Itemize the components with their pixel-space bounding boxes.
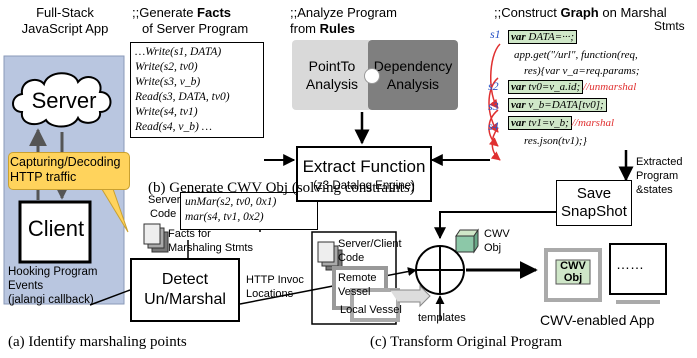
detect-unmarshal-box[interactable]: Detect Un/Marshal (130, 258, 240, 322)
analysis-joint (364, 68, 380, 84)
extract-function-box[interactable]: Extract Function (z3 Datalog Engine) (296, 146, 432, 202)
server-label: Server (31, 88, 97, 113)
remote-line1: Remote (338, 272, 377, 284)
http-line1: HTTP Invoc (246, 274, 304, 286)
analyze-line2: from Rules (290, 21, 356, 36)
server-code-line1: Server (148, 194, 181, 206)
hook-line1: Hooking Program (8, 266, 98, 278)
stmt-label-s3: s3 (488, 99, 499, 113)
caption-a: (a) Identify marshaling points (8, 334, 187, 350)
code-panel: var DATA=···; app.get("/url", function(r… (500, 30, 697, 152)
cwv-obj-line1: CWV (484, 228, 510, 240)
facts-marshal-line1: Facts for (168, 228, 211, 240)
code-line-4: var tv0=v_a.id;//unmarshal (508, 80, 636, 94)
unmar-fact: unMar(s2, tv0, 0x1) (185, 196, 277, 208)
code-line-7: res.json(tv1);} (524, 135, 587, 147)
fact-4: Read(s3, DATA, tv0) (135, 91, 230, 103)
extract-sub: (z3 Datalog Engine) (313, 179, 415, 192)
capture-line1: Capturing/Decoding (10, 155, 121, 169)
sc-code-line1: Server/Client (338, 238, 402, 250)
templates-label: templates (418, 312, 466, 324)
pointto-analysis-box: PointTo Analysis (292, 40, 372, 110)
capture-callout (8, 152, 130, 190)
fact-2: Write(s2, tv0) (135, 61, 198, 73)
detect-line2: Un/Marshal (144, 291, 226, 308)
analyze-line1: ;;Analyze Program (290, 5, 397, 20)
app-cwv-line2: Obj (563, 272, 583, 284)
construct-heading: ;;Construct Graph on Marshal (494, 5, 667, 20)
hook-line2: Events (8, 280, 44, 292)
code-line-3: res){var v_a=req.params; (524, 65, 640, 77)
caption-c: (c) Transform Original Program (370, 334, 563, 350)
cwv-obj-line2: Obj (484, 242, 502, 254)
detect-line1: Detect (161, 271, 209, 288)
construct-line2: Stmts (654, 19, 685, 33)
code-line-5: var v_b=DATA[tv0]; (508, 98, 607, 112)
code-line-2: app.get("/url", function(req, (514, 49, 638, 61)
client-box-shape (18, 200, 92, 264)
client-label: Client (27, 216, 85, 241)
capture-line2: HTTP traffic (10, 170, 77, 184)
dependency-analysis-box: Dependency Analysis (368, 40, 458, 110)
app-cwv-line1: CWV (560, 260, 586, 272)
extract-title: Extract Function (302, 156, 426, 176)
fact-3: Write(s3, v_b) (135, 76, 201, 88)
extracted-line2: Program (636, 170, 679, 182)
stmt-label-s2: s2 (488, 79, 499, 93)
local-vessel-label: Local Vessel (340, 304, 402, 316)
cwv-app-label: CWV-enabled App (540, 312, 655, 328)
app-title-line1: Full-Stack (36, 5, 94, 20)
gen-facts-line2: of Server Program (142, 21, 249, 36)
sc-code-line2: Code (338, 252, 365, 264)
fact-1: …Write(s1, DATA) (135, 46, 222, 58)
mar-fact: mar(s4, tv1, 0x2) (185, 211, 264, 223)
extracted-line3: &states (636, 184, 673, 196)
save-snapshot-box[interactable]: Save SnapShot (556, 180, 632, 226)
code-line-6: var tv1=v_b;//marshal (508, 116, 614, 130)
facts-marshal-line2: Marshaling Stmts (168, 242, 253, 254)
app-title-line2: JavaScript App (21, 21, 109, 36)
facts-box: …Write(s1, DATA) Write(s2, tv0) Write(s3… (130, 42, 264, 138)
stmt-label-s4: s4 (488, 119, 499, 133)
fact-5: Write(s4, tv1) (135, 106, 198, 118)
server-cloud-shape (12, 72, 112, 128)
gen-facts-heading: ;;Generate Facts (132, 5, 232, 20)
code-line-1: var DATA=···; (508, 30, 578, 44)
http-line2: Locations (246, 288, 294, 300)
caption-b: (b) Generate CWV Obj (solving constraint… (148, 180, 415, 196)
extracted-line1: Extracted (636, 156, 683, 168)
cwv-obj-cube-icon (455, 228, 479, 254)
stmt-label-s1: s1 (490, 27, 501, 41)
app-dots: …… (616, 256, 644, 272)
marshal-facts-box: unMar(s2, tv0, 0x1) mar(s4, tv1, 0x2) (180, 192, 318, 230)
server-code-line2: Code (150, 208, 177, 220)
remote-line2: Vessel (338, 286, 371, 298)
hook-line3: (jalangi callback) (8, 294, 94, 306)
fact-6: Read(s4, v_b) … (135, 121, 212, 133)
